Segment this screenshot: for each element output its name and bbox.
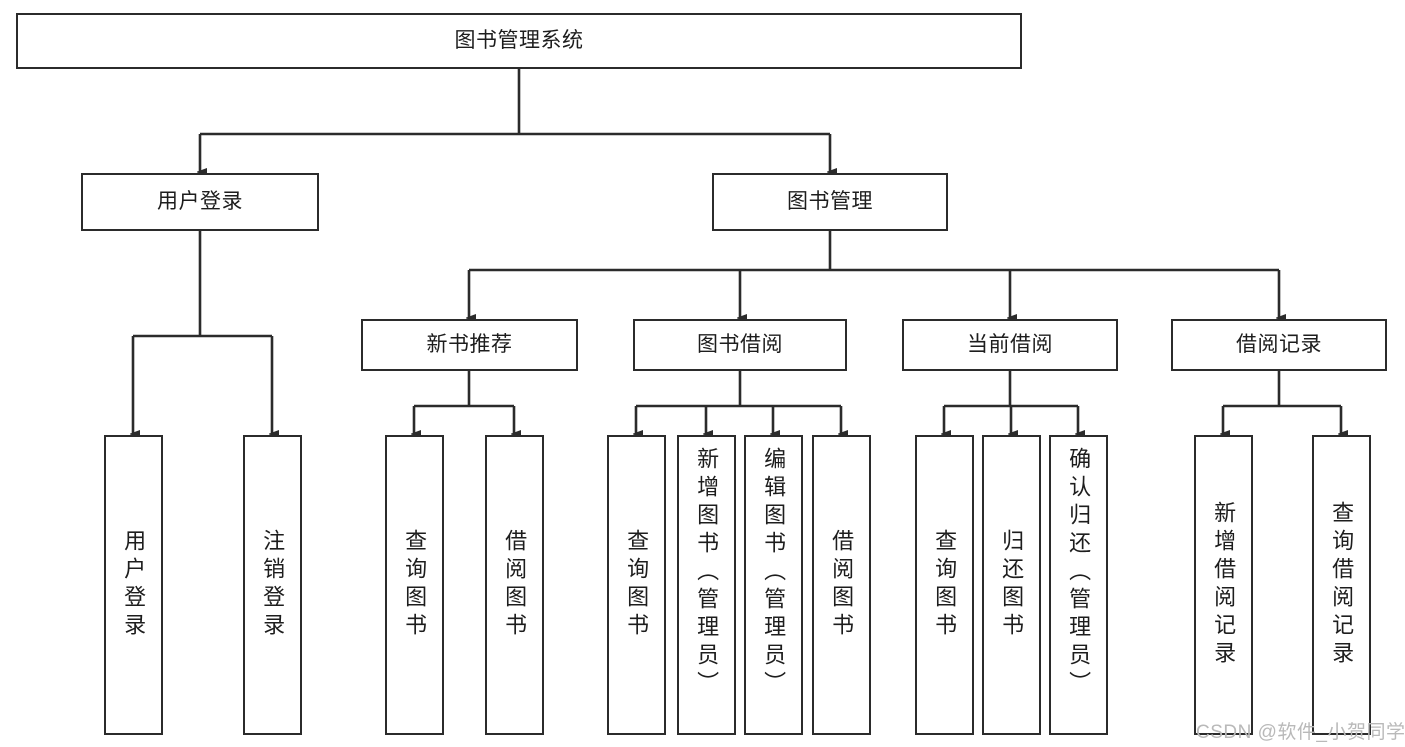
node-leaf-3[interactable]: 查询图书 <box>385 435 444 735</box>
node-leaf-4-label: 借阅图书 <box>502 529 528 641</box>
node-leaf-10-label: 归还图书 <box>999 529 1025 641</box>
node-leaf-13-label: 查询借阅记录 <box>1329 501 1355 669</box>
node-level2-2-label: 图书借阅 <box>697 332 783 356</box>
node-leaf-2-label: 注销登录 <box>260 529 286 641</box>
node-leaf-5-label: 查询图书 <box>624 529 650 641</box>
csdn-watermark: CSDN @软件_小贺同学 <box>1196 722 1405 743</box>
node-leaf-5[interactable]: 查询图书 <box>607 435 666 735</box>
node-level1-2-label: 图书管理 <box>787 189 873 213</box>
node-leaf-13[interactable]: 查询借阅记录 <box>1312 435 1371 735</box>
node-root-label: 图书管理系统 <box>454 28 584 52</box>
node-leaf-9[interactable]: 查询图书 <box>915 435 974 735</box>
node-leaf-4[interactable]: 借阅图书 <box>485 435 544 735</box>
node-leaf-7[interactable]: 编辑图书（管理员） <box>744 435 803 735</box>
node-level2-1-label: 新书推荐 <box>426 332 513 356</box>
node-root[interactable]: 图书管理系统 <box>16 13 1022 69</box>
node-level2-2[interactable]: 图书借阅 <box>633 319 847 371</box>
node-leaf-7-label: 编辑图书（管理员） <box>761 447 787 699</box>
node-leaf-8-label: 借阅图书 <box>829 529 855 641</box>
node-level1-2[interactable]: 图书管理 <box>712 173 948 231</box>
node-leaf-6[interactable]: 新增图书（管理员） <box>677 435 736 735</box>
node-leaf-6-label: 新增图书（管理员） <box>694 447 720 699</box>
node-level2-1[interactable]: 新书推荐 <box>361 319 578 371</box>
node-leaf-11[interactable]: 确认归还（管理员） <box>1049 435 1108 735</box>
node-level2-4[interactable]: 借阅记录 <box>1171 319 1387 371</box>
node-level2-4-label: 借阅记录 <box>1236 332 1322 356</box>
node-leaf-11-label: 确认归还（管理员） <box>1066 447 1092 699</box>
node-leaf-1-label: 用户登录 <box>121 529 147 641</box>
node-leaf-9-label: 查询图书 <box>932 529 958 641</box>
node-leaf-3-label: 查询图书 <box>402 529 428 641</box>
node-level2-3[interactable]: 当前借阅 <box>902 319 1118 371</box>
node-leaf-12-label: 新增借阅记录 <box>1211 501 1237 669</box>
node-level2-3-label: 当前借阅 <box>967 332 1053 356</box>
node-leaf-2[interactable]: 注销登录 <box>243 435 302 735</box>
node-leaf-8[interactable]: 借阅图书 <box>812 435 871 735</box>
node-level1-1[interactable]: 用户登录 <box>81 173 319 231</box>
node-leaf-10[interactable]: 归还图书 <box>982 435 1041 735</box>
node-level1-1-label: 用户登录 <box>157 189 243 213</box>
node-leaf-1[interactable]: 用户登录 <box>104 435 163 735</box>
node-leaf-12[interactable]: 新增借阅记录 <box>1194 435 1253 735</box>
